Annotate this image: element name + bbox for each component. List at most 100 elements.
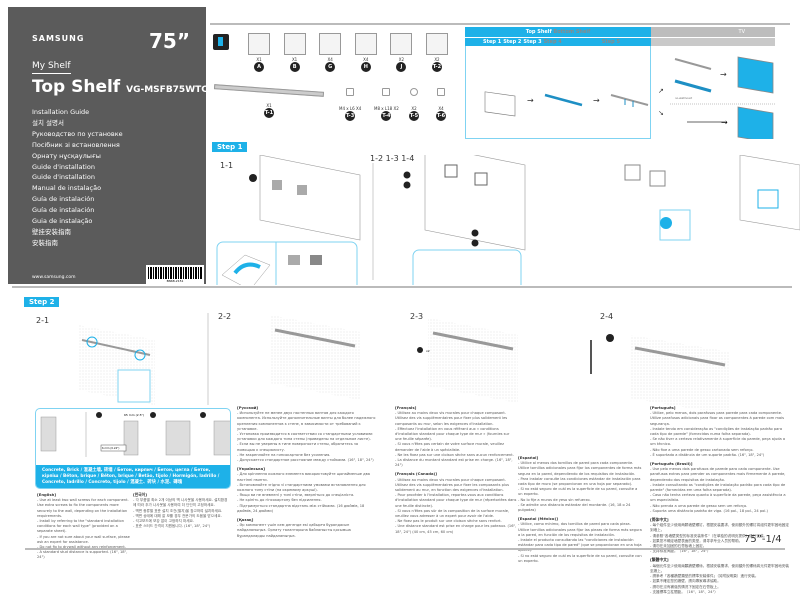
note-line: - Não prenda a uma parede de gesso sem u… [650, 503, 748, 508]
note-language: [Français] [395, 405, 417, 410]
note-language: [Português (Brasil)] [650, 461, 693, 467]
note-line: - Встановлюйте згідно зі стандартними ум… [237, 482, 366, 493]
step2-badge: Step 2 [24, 297, 60, 307]
svg-text:→: → [721, 118, 728, 127]
note-line: - 如果您不确定墙壁表面的类型，请寻求专业人员的帮助。 [650, 538, 743, 543]
note-line: - Si vous n'êtes pas certain de votre su… [395, 442, 504, 452]
language-title: Guide d'installation [32, 173, 95, 182]
samsung-logo: SAMSUNG [32, 34, 85, 43]
part-id: A [254, 62, 264, 72]
note-line: - Do not fix to drywall without any rein… [37, 545, 132, 550]
note-line: - A standard stud distance is supported.… [37, 550, 128, 560]
note-block: [繁體中文]- 每個元件至少使用兩顆牆壁螺絲。根據安裝需求，使用額外的螺絲將元件… [650, 557, 790, 594]
note-line: - Используйте не менее двух настенных ви… [237, 411, 376, 431]
note-line: - Instale consultando as "condições de i… [650, 482, 786, 493]
bottom-shelf-label: Bottom Shelf [553, 29, 591, 35]
part-id: T-1 [264, 108, 274, 118]
part-qty: X2 [411, 106, 417, 111]
notes-column: [한국어]- 각 부품별 최소 2개 이상의 벽 나사못을 사용하세요. 설치환… [133, 492, 230, 532]
note-line: - 支持标准间距。（16"，18"，24"） [650, 549, 711, 554]
note-block: [Español]- Utilice al menos dos tornillo… [518, 455, 643, 513]
language-title: 壁挂安装指南 [32, 227, 71, 236]
note-line: - Utilice, como mínimo, dos tornillos de… [518, 522, 642, 537]
flow-note: no-wallmount [675, 96, 692, 100]
tv-size: 75” [149, 29, 190, 53]
note-line: - Utilisez au moins deux vis murales pou… [395, 477, 510, 493]
note-line: - If you are not sure about your wall su… [37, 534, 130, 544]
note-language: [Қазақ] [237, 517, 254, 523]
note-line: - 벽면 종류별 표준 설치 조건(별지)을 참고하여 설치하세요. [133, 508, 223, 513]
barcode: BN68-2151 [146, 265, 204, 287]
svg-text:→: → [593, 96, 600, 105]
part-id: T-6 [436, 111, 446, 121]
divider [210, 23, 790, 25]
note-line: - 석고보드에 보강 없이 고정하지 마세요. [133, 519, 195, 524]
note-language: [繁體中文] [650, 557, 669, 563]
note-block: [Français]- Utilisez au moins deux vis m… [395, 405, 517, 468]
note-line: - Әр компонент үшін кем дегенде екі қабы… [237, 523, 351, 538]
flow-step: Step 3 [523, 39, 542, 45]
language-title: Installation Guide [32, 108, 90, 116]
note-block: [Português]- Utilize, pelo menos, dois p… [650, 405, 790, 458]
note-block: [Қазақ]- Әр компонент үшін кем дегенде е… [237, 517, 377, 539]
note-language: [Español] [518, 455, 539, 460]
flow-illustration: → → ↗↘ no-wallmount → → [484, 56, 775, 139]
step-2-3-label: 2-3 [410, 312, 424, 321]
flow-step: Step 4 [543, 39, 562, 45]
part-id: T-2 [431, 62, 442, 72]
language-title: Посібник зі встановлення [32, 140, 120, 149]
part-qty: X1 [266, 103, 272, 108]
note-line: - 请勿在未加固的石膏板墙上固定。 [650, 544, 707, 549]
svg-text:→: → [527, 96, 534, 105]
notes-column: [Español]- Utilice al menos dos tornillo… [518, 455, 643, 567]
part-qty: X2 [434, 57, 440, 62]
note-line: - Si vous n'êtes pas sûr de la compositi… [395, 508, 510, 519]
note-line: - Se admite una distancia estándar del m… [518, 502, 631, 513]
step-1-1-label: 1-1 [220, 161, 234, 170]
note-block: [Русский]- Используйте не менее двух нас… [237, 405, 377, 463]
part-id: H [360, 62, 371, 72]
note-line: - La distance du montant standard est pr… [395, 458, 513, 468]
step-2-4-label: 2-4 [600, 312, 614, 321]
note-line: - Não fixe a uma parede de gesso cartona… [650, 447, 754, 452]
notes-column: [Português]- Utilize, pelo menos, dois p… [650, 405, 790, 598]
note-language: [Português] [650, 405, 676, 410]
note-line: - Si no está seguro de cuál es la superf… [518, 487, 638, 497]
note-block: [Français (Canada)]- Utilisez au moins d… [395, 471, 517, 534]
note-block: [Português (Brasil)]- Use pelo menos doi… [650, 461, 790, 514]
note-line: - Utilisez au moins deux vis murales pou… [395, 411, 508, 426]
note-line: - 每個元件至少使用兩顆牆壁螺絲。根據安裝需求，使用額外的螺絲將元件更牢固地安裝… [650, 563, 789, 573]
svg-text:↘: ↘ [658, 109, 664, 117]
step-2-1-label: 2-1 [36, 316, 50, 325]
note-block: [Español (México)]- Utilice, como mínimo… [518, 516, 643, 564]
note-line: - Se não tiver a certeza relativamente à… [650, 437, 786, 447]
note-language: [Español (México)] [518, 516, 558, 522]
guide-icon [213, 34, 229, 50]
flow-step: Step 2 [503, 39, 522, 45]
step2-illustration: x2 [78, 313, 730, 410]
part-id: J [396, 62, 407, 72]
language-title: Руководство по установке [32, 129, 123, 138]
step-1-2-label: 1-2 1-3 1-4 [370, 154, 415, 163]
note-line: - Instale tendo em consideração as "cond… [650, 426, 783, 437]
note-language: [简体中文] [650, 517, 669, 523]
note-line: - Не кріпіть до гіпсокартону без підсиле… [237, 498, 322, 503]
title-text: Top Shelf [32, 77, 121, 97]
barcode-number: BN68-2151 [166, 279, 184, 283]
drill-size: 6 mm (0.24") [102, 446, 119, 450]
note-line: - Если вы не уверены в типе поверхности … [237, 442, 359, 452]
part-qty: X1 [291, 57, 298, 62]
guide-languages: Installation Guide 설치 설명서 Руководство по у… [32, 107, 123, 249]
language-title: 설치 설명서 [32, 118, 64, 127]
language-title: Guide d'installation [32, 162, 95, 171]
note-language: [Français (Canada)] [395, 471, 438, 477]
note-line: - 请参照"各墙壁类型的标准安装条件"（在单独的说明页提供）进行安装。 [650, 533, 768, 538]
